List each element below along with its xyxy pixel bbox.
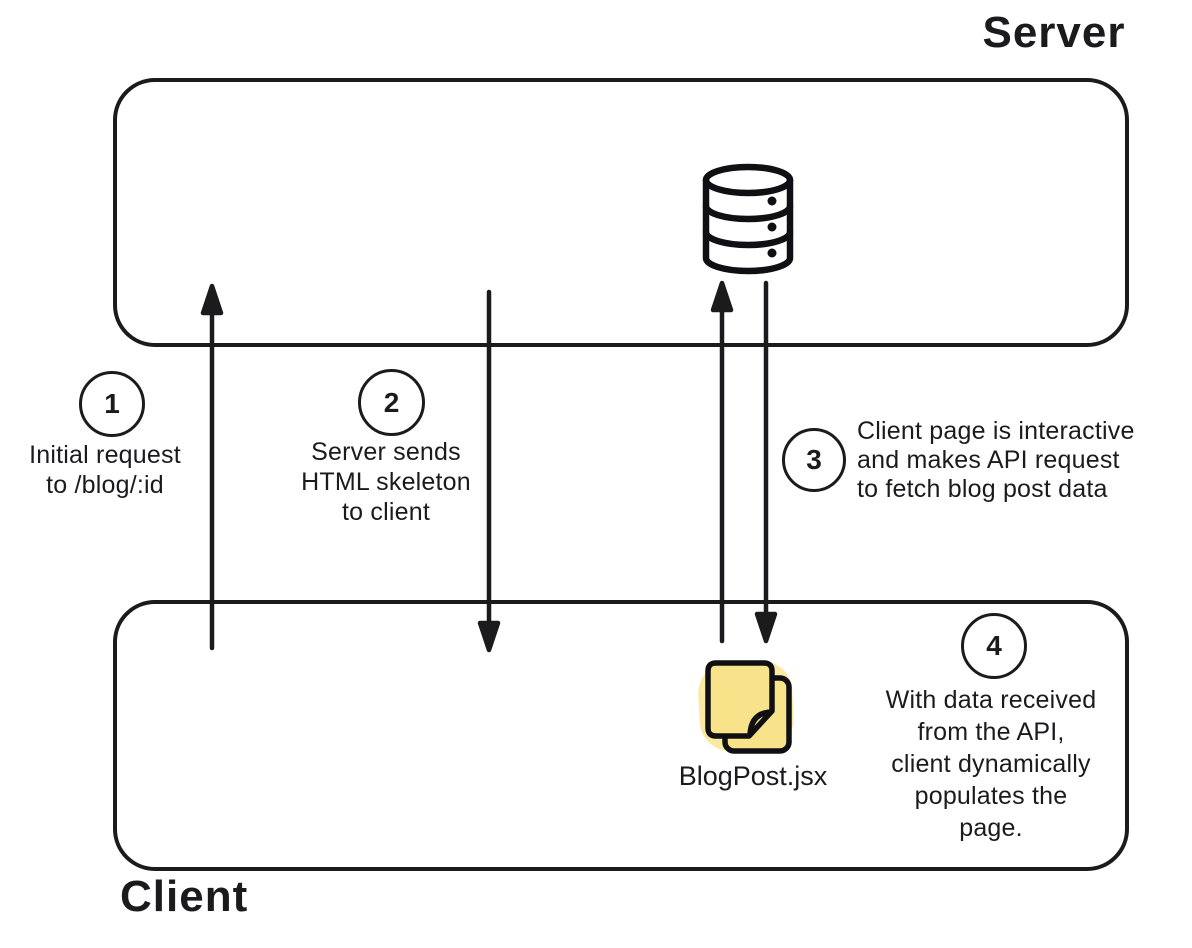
step-3-badge: 3 [782,428,846,492]
client-box [113,600,1129,871]
step-2-note: Server sends HTML skeleton to client [301,438,471,526]
arrow-html-skeleton-down [477,289,501,653]
file-fold-corner [747,709,774,738]
arrow-api-request-up [710,280,734,644]
arrow-initial-request-up [200,283,224,651]
step-2-badge: 2 [358,369,425,436]
step-1-note: Initial request to /blog/:id [29,441,181,499]
server-box [113,78,1129,347]
file-front-page [705,660,775,739]
arrow-api-response-down [754,280,778,644]
file-copy-icon [698,660,794,754]
step-4-note: With data received from the API, client … [885,686,1097,842]
step-1-badge: 1 [79,371,145,437]
client-title: Client [120,872,249,921]
blogpost-file-label: BlogPost.jsx [678,761,828,791]
database-icon [702,163,794,275]
step-4-badge: 4 [961,613,1027,679]
step-3-note: Client page is interactive and makes API… [857,417,1135,503]
server-title: Server [982,8,1126,57]
